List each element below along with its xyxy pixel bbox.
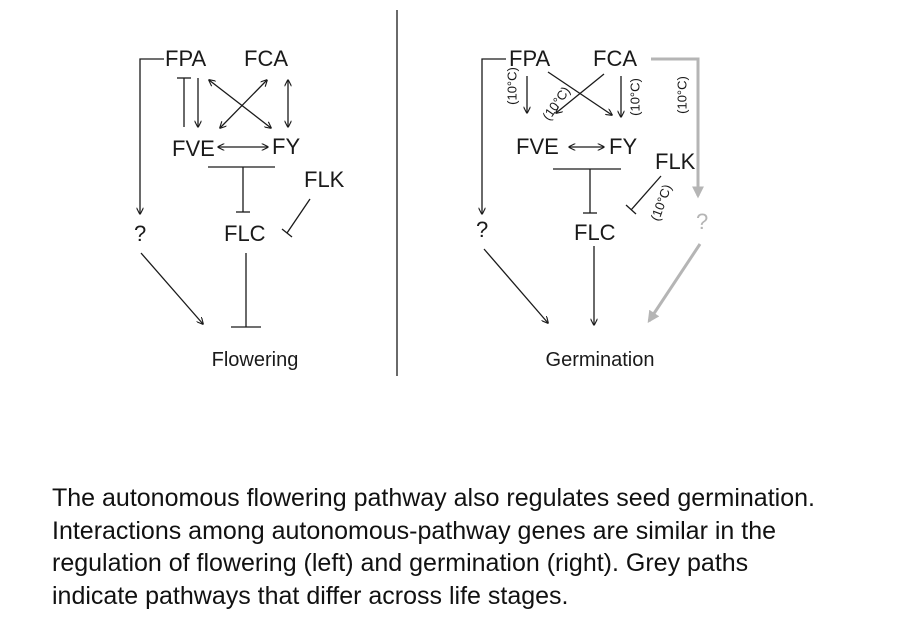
left-edge-fca-fve — [220, 80, 267, 128]
right-edge-unknown-to-germination — [483, 248, 548, 323]
caption-line-1: The autonomous flowering pathway also re… — [52, 484, 815, 512]
left-edge-unknown-to-flowering — [140, 252, 203, 324]
germination-panel: FPA FCA FVE FY FLK FLC ? ? Germination (… — [476, 46, 708, 371]
left-edge-flk-inhibits-flc — [286, 198, 311, 234]
right-node-fpa: FPA — [509, 46, 550, 71]
right-edge-grey-unknown-to-germination — [647, 243, 702, 324]
left-node-fy: FY — [272, 134, 300, 159]
left-edge-fpa-to-unknown — [140, 58, 164, 214]
figure-caption: The autonomous flowering pathway also re… — [52, 482, 892, 612]
temp-label-grey-path: (10°C) — [674, 76, 689, 114]
right-node-flk: FLK — [655, 149, 696, 174]
right-node-fca: FCA — [593, 46, 637, 71]
temp-label-flk-flc: (10°C) — [648, 182, 675, 223]
left-edge-flk-inhibits-flc-bar — [281, 228, 293, 238]
left-node-unknown: ? — [134, 221, 146, 246]
left-node-fca: FCA — [244, 46, 288, 71]
right-node-fve: FVE — [516, 134, 559, 159]
left-node-fpa: FPA — [165, 46, 206, 71]
right-node-unknown: ? — [476, 217, 488, 242]
caption-line-2: Interactions among autonomous-pathway ge… — [52, 516, 777, 545]
right-edge-fca-to-fve — [556, 73, 605, 113]
right-node-flc: FLC — [574, 220, 616, 245]
right-node-unknown-grey: ? — [696, 209, 708, 234]
left-edge-fpa-fy — [209, 80, 271, 128]
temp-label-fca-fy: (10°C) — [627, 78, 642, 116]
right-node-fy: FY — [609, 134, 637, 159]
right-edge-flk-inhibits-flc-bar — [625, 204, 637, 215]
left-node-fve: FVE — [172, 136, 215, 161]
left-node-flc: FLC — [224, 221, 266, 246]
right-edge-flk-inhibits-flc — [630, 175, 662, 211]
caption-line-4: indicate pathways that differ across lif… — [52, 581, 569, 610]
temp-label-fpa-fve: (10°C) — [504, 67, 519, 105]
left-output-flowering: Flowering — [212, 349, 299, 371]
left-node-flk: FLK — [304, 167, 345, 192]
flowering-panel: FPA FCA FVE FY FLK FLC ? Flowering — [134, 46, 345, 371]
right-edge-grey-fca-to-unknown — [651, 57, 704, 199]
right-edge-fpa-to-unknown — [482, 58, 506, 214]
pathway-diagram: FPA FCA FVE FY FLK FLC ? Flowering — [134, 10, 708, 376]
right-output-germination: Germination — [546, 349, 655, 371]
caption-line-3: regulation of flowering (left) and germi… — [52, 549, 749, 577]
